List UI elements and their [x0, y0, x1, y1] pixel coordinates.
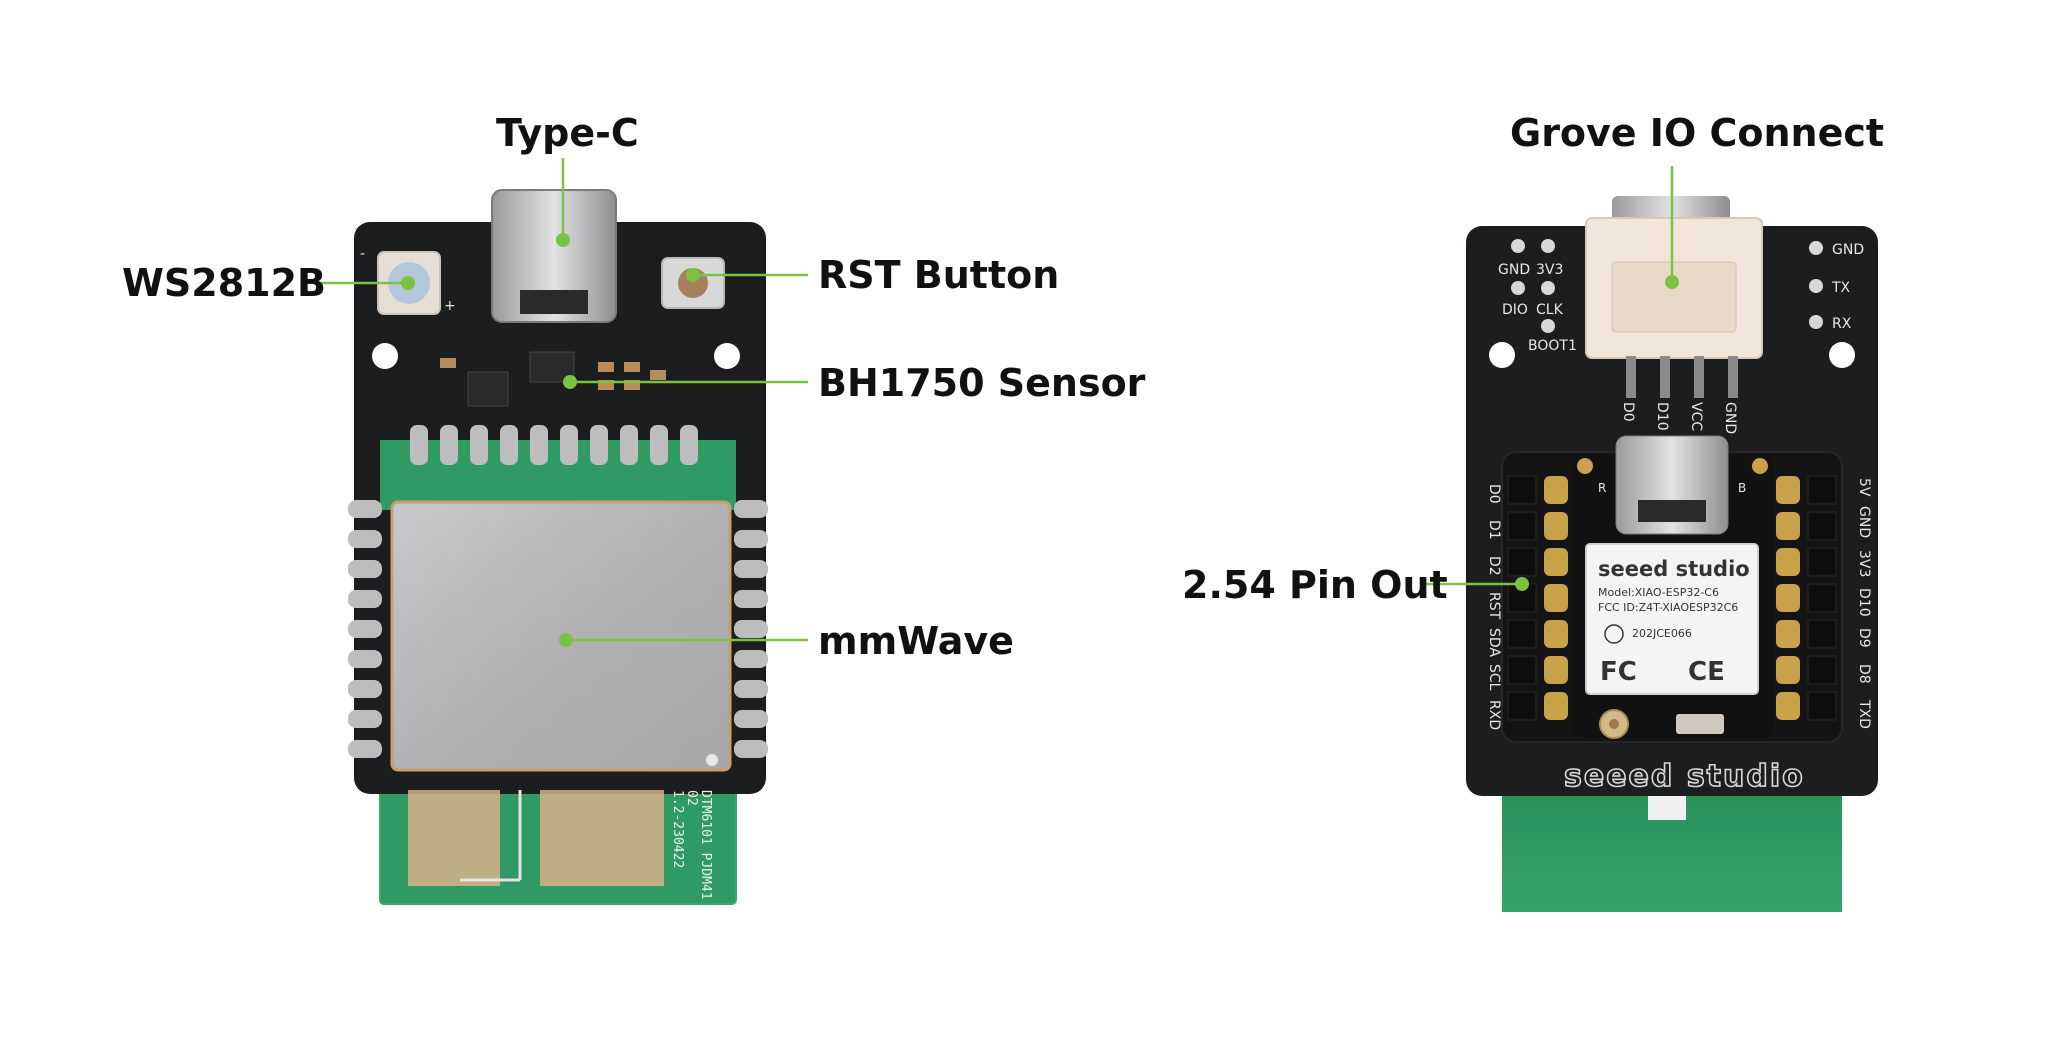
pin-label-d10: D10 [1856, 588, 1872, 617]
label-ws2812b: WS2812B [122, 261, 326, 305]
pin-label-3v3: 3V3 [1856, 550, 1872, 577]
uart-label-tx: TX [1831, 280, 1851, 296]
uart-label-gnd: GND [1832, 242, 1864, 258]
debug-header-holes [1511, 239, 1555, 333]
usb-type-c-connector [491, 189, 617, 323]
antenna-patterns [408, 790, 664, 886]
shield-dot [706, 754, 718, 766]
led-plus-mark: + [444, 298, 456, 314]
pin-label-d0: D0 [1486, 484, 1502, 504]
header-label-dio: DIO [1502, 302, 1528, 318]
label-grove-io-connect: Grove IO Connect [1510, 111, 1884, 155]
pin-label-d2: D2 [1486, 556, 1502, 576]
module-cert: 202JCE066 [1632, 627, 1692, 640]
xiao-component [1676, 714, 1724, 734]
header-label-3v3: 3V3 [1536, 262, 1563, 278]
uart-header-holes [1809, 241, 1823, 329]
uart-label-rx: RX [1832, 316, 1852, 332]
usb-c-pins [520, 290, 588, 314]
callout-dots [401, 233, 1679, 647]
mmwave-top-pads [380, 440, 736, 510]
cert-mark-icon [1604, 624, 1624, 644]
label-type-c: Type-C [496, 111, 639, 155]
grove-pin-vcc: VCC [1688, 402, 1704, 431]
mmwave-side-pads-left [348, 500, 382, 758]
header-label-gnd: GND [1498, 262, 1530, 278]
header-label-boot1: BOOT1 [1528, 338, 1577, 354]
back-board: GND 3V3 DIO CLK BOOT1 GND TX RX D0 D10 V… [1466, 196, 1878, 912]
pin-label-rst: RST [1486, 592, 1502, 620]
grove-pin-d10: D10 [1654, 402, 1670, 431]
front-board: DTM6101 PJDM41 02 1.2-230422 - + [348, 189, 768, 905]
pin-label-scl: SCL [1486, 664, 1502, 691]
antenna-silk-3: 1.2-230422 [670, 790, 685, 868]
module-model: Model:XIAO-ESP32-C6 [1598, 586, 1719, 599]
callout-lines [318, 158, 1674, 642]
pin-labels-right: 5V GND 3V3 D10 D9 D8 TXD [1856, 478, 1872, 729]
board-brand: seeed studio [1564, 759, 1805, 794]
mount-hole-left [372, 343, 398, 369]
pin-label-d8: D8 [1856, 664, 1872, 684]
header-left-pins [1507, 475, 1568, 721]
pin-labels-left: D0 D1 D2 RST SDA SCL RXD [1486, 484, 1502, 730]
module-ce: CE [1688, 657, 1725, 687]
label-mmwave: mmWave [818, 619, 1014, 663]
label-pin-out: 2.54 Pin Out [1182, 563, 1448, 607]
led-minus-mark: - [360, 246, 365, 262]
pin-label-5v: 5V [1856, 478, 1872, 497]
pin-label-sda: SDA [1486, 628, 1502, 657]
module-brand: seeed studio [1598, 557, 1750, 581]
module-fcc: FCC ID:Z4T-XIAOESP32C6 [1598, 601, 1738, 614]
esp32-c6-module [1585, 543, 1759, 695]
pin-label-txd: TXD [1856, 699, 1872, 729]
label-bh1750-sensor: BH1750 Sensor [818, 361, 1146, 405]
antenna-silk-2: 02 [684, 790, 699, 806]
mmwave-side-pads-right [734, 500, 768, 758]
pin-label-d9: D9 [1856, 628, 1872, 648]
grove-pin-d0: D0 [1620, 402, 1636, 422]
pin-label-rxd: RXD [1486, 700, 1502, 730]
pin-label-d1: D1 [1486, 520, 1502, 540]
pin-label-gnd: GND [1856, 506, 1872, 538]
mmwave-top-pins [410, 425, 698, 465]
xiao-led-b: B [1738, 481, 1746, 495]
antenna-silk-1: DTM6101 PJDM41 [698, 790, 713, 900]
xiao-led-r: R [1598, 481, 1606, 495]
label-rst-button: RST Button [818, 253, 1059, 297]
mount-hole-right [714, 343, 740, 369]
grove-pin-gnd: GND [1722, 402, 1738, 434]
back-mount-hole-left [1489, 342, 1515, 368]
back-mount-hole-right [1829, 342, 1855, 368]
header-right-pins [1776, 475, 1837, 721]
header-label-clk: CLK [1536, 302, 1564, 318]
module-fc: FC [1600, 657, 1637, 687]
grove-pins [1626, 356, 1738, 398]
